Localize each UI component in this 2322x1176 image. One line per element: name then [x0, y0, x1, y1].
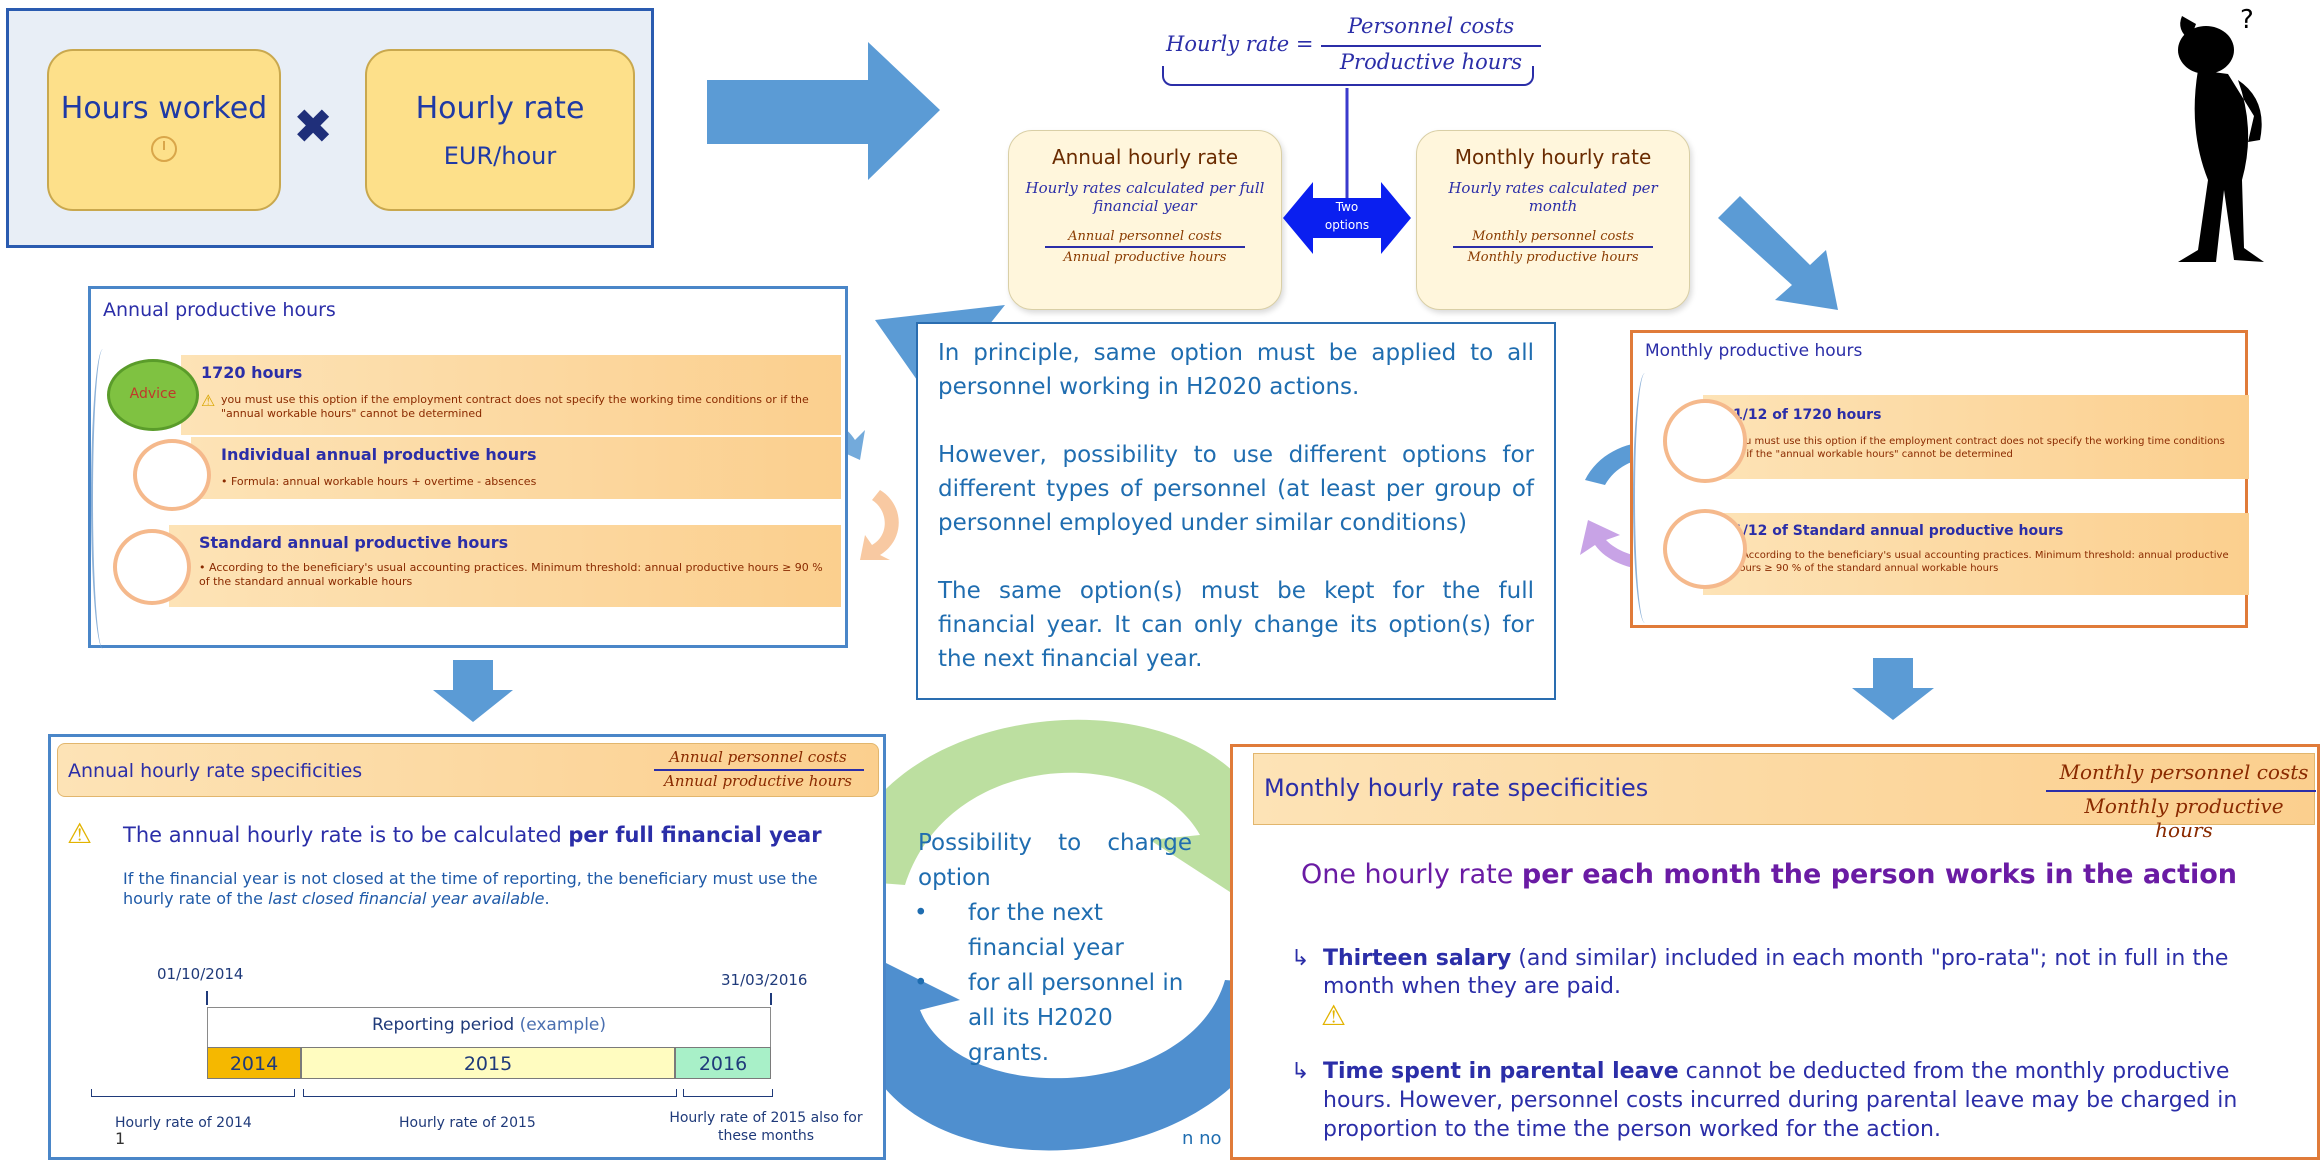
formula-numerator: Personnel costs: [1347, 14, 1515, 38]
monthly-option-card: Monthly hourly rate Hourly rates calcula…: [1416, 130, 1690, 310]
monthly-option2-title: 1/12 of Standard annual productive hours: [1733, 523, 2064, 539]
monthly-spec-header: Monthly hourly rate specificities Monthl…: [1253, 753, 2316, 842]
monthly-spec-numerator: Monthly personnel costs: [2059, 760, 2309, 784]
change-option-box: Possibility to change option •for the ne…: [910, 826, 1192, 1086]
principle-p2: However, possibility to use different op…: [938, 442, 1534, 536]
date-end: 31/03/2016: [721, 971, 808, 989]
monthly-spec-headline: One hourly rate per each month the perso…: [1301, 859, 2237, 890]
annual-hours-title: Annual productive hours: [103, 299, 336, 321]
principle-box: In principle, same option must be applie…: [916, 322, 1556, 700]
bullet-arrow-icon: ↳: [1291, 1059, 1310, 1084]
reporting-period-bracket: [207, 1007, 771, 1047]
rate-2014-label: Hourly rate of 2014: [115, 1115, 252, 1131]
monthly-hours-panel: Monthly productive hours 1/12 of 1720 ho…: [1630, 330, 2249, 628]
monthly-option1-band: 1/12 of 1720 hours you must use this opt…: [1703, 395, 2249, 479]
change-option-item1: •for the next financial year: [914, 900, 1124, 961]
diag-arrow-right: [1718, 196, 1838, 310]
advice-badge: Advice: [107, 359, 199, 431]
right-arrow-top: [707, 42, 940, 180]
formula-denominator: Productive hours: [1339, 50, 1523, 74]
rate-2015-label: Hourly rate of 2015: [399, 1115, 536, 1131]
annual-option-denominator: Annual productive hours: [1063, 250, 1227, 265]
annual-spec-headline: The annual hourly rate is to be calculat…: [123, 823, 822, 847]
slide-number: 1: [115, 1129, 126, 1148]
annual-option-card: Annual hourly rate Hourly rates calculat…: [1008, 130, 1282, 310]
monthly-hours-title: Monthly productive hours: [1645, 341, 1863, 361]
annual-spec-numerator: Annual personnel costs: [669, 748, 847, 766]
option-individual-band: Individual annual productive hours • For…: [191, 437, 841, 499]
option-standard-circle: [113, 529, 191, 605]
option-1720-title: 1720 hours: [201, 363, 303, 382]
thinking-person-icon: ?: [2178, 5, 2264, 262]
annual-option-numerator: Annual personnel costs: [1068, 229, 1222, 244]
monthly-option-title: Monthly hourly rate: [1454, 145, 1652, 169]
annual-spec-panel: Annual hourly rate specificities Annual …: [48, 734, 886, 1160]
monthly-option-numerator: Monthly personnel costs: [1472, 229, 1634, 244]
monthly-option1-title: 1/12 of 1720 hours: [1733, 407, 1882, 423]
option-standard-title: Standard annual productive hours: [199, 533, 509, 552]
formula-lhs: Hourly rate =: [1166, 32, 1314, 56]
down-arrow-right: [1852, 658, 1934, 720]
formula-brace: [1162, 66, 1534, 86]
two-options-line2: options: [1324, 218, 1370, 232]
warning-icon: ⚠: [67, 817, 93, 850]
date-start: 01/10/2014: [157, 965, 244, 983]
hours-worked-label: Hours worked: [60, 91, 268, 126]
change-fragment: n no: [1182, 1128, 1222, 1149]
option-1720-text: you must use this option if the employme…: [221, 393, 809, 420]
annual-spec-title: Annual hourly rate specificities: [68, 760, 363, 782]
two-options-line1: Two: [1335, 200, 1359, 214]
green-cycle-arrow: [840, 719, 1318, 905]
parental-leave-bullet: ↳ Time spent in parental leave cannot be…: [1291, 1059, 2238, 1142]
monthly-option1-circle: [1663, 399, 1747, 483]
monthly-option1-text: you must use this option if the employme…: [1733, 436, 2225, 460]
option-individual-text: • Formula: annual workable hours + overt…: [221, 475, 537, 488]
down-arrow-left: [433, 660, 513, 722]
formula-box: Hours worked ✖ Hourly rate EUR/hour: [6, 8, 654, 248]
hourly-rate-label: Hourly rate: [415, 91, 585, 126]
monthly-option2-circle: [1663, 509, 1747, 589]
option-standard-text: • According to the beneficiary's usual a…: [199, 561, 823, 588]
warning-icon: ⚠: [1321, 999, 1347, 1032]
monthly-spec-panel: Monthly hourly rate specificities Monthl…: [1230, 744, 2320, 1160]
monthly-option-denominator: Monthly productive hours: [1467, 250, 1639, 265]
thirteen-salary-bullet: ↳ Thirteen salary (and similar) included…: [1291, 946, 2229, 999]
two-options-arrow: Two options: [1283, 178, 1411, 258]
change-option-item2: •for all personnel in all its H2020 gran…: [914, 970, 1184, 1066]
monthly-option2-text: • According to the beneficiary's usual a…: [1733, 550, 2229, 574]
year-2016: 2016: [675, 1047, 771, 1079]
top-formula: Hourly rate = Personnel costs Productive…: [1166, 12, 1546, 82]
option-individual-title: Individual annual productive hours: [221, 445, 537, 464]
monthly-option2-band: 1/12 of Standard annual productive hours…: [1703, 513, 2249, 595]
annual-spec-note: If the financial year is not closed at t…: [123, 869, 818, 908]
hourly-rate-box: Hourly rate EUR/hour: [365, 49, 635, 211]
multiply-icon: ✖: [293, 99, 334, 155]
hours-worked-box: Hours worked: [47, 49, 281, 211]
monthly-option-desc: Hourly rates calculated per month: [1448, 179, 1658, 215]
annual-option-title: Annual hourly rate: [1051, 145, 1239, 169]
svg-text:?: ?: [2240, 5, 2254, 35]
monthly-spec-denominator: Monthly productive hours: [2084, 794, 2284, 842]
option-standard-band: Standard annual productive hours • Accor…: [169, 525, 841, 607]
annual-option-desc: Hourly rates calculated per full financi…: [1025, 179, 1265, 215]
bullet-arrow-icon: ↳: [1291, 946, 1310, 971]
principle-p1: In principle, same option must be applie…: [938, 340, 1534, 400]
principle-p3: The same option(s) must be kept for the …: [938, 578, 1534, 672]
reporting-period-label: Reporting period (example): [371, 1015, 607, 1035]
year-2014: 2014: [207, 1047, 301, 1079]
monthly-spec-title: Monthly hourly rate specificities: [1264, 774, 1649, 802]
year-2015: 2015: [301, 1047, 675, 1079]
change-option-title: Possibility to change option: [918, 830, 1192, 891]
unit-label: EUR/hour: [443, 142, 557, 170]
option-1720-band: 1720 hours ⚠ you must use this option if…: [181, 355, 841, 435]
annual-hours-panel: Annual productive hours 1720 hours ⚠ you…: [88, 286, 848, 649]
blue-cycle-arrow: [808, 950, 1290, 1151]
clock-icon: [151, 136, 177, 162]
annual-spec-header: Annual hourly rate specificities Annual …: [57, 743, 879, 797]
warning-icon: ⚠: [201, 391, 216, 410]
annual-spec-denominator: Annual productive hours: [664, 772, 852, 790]
option-individual-circle: [133, 439, 211, 511]
rate-2015-also-label: Hourly rate of 2015 also for these month…: [669, 1110, 863, 1144]
